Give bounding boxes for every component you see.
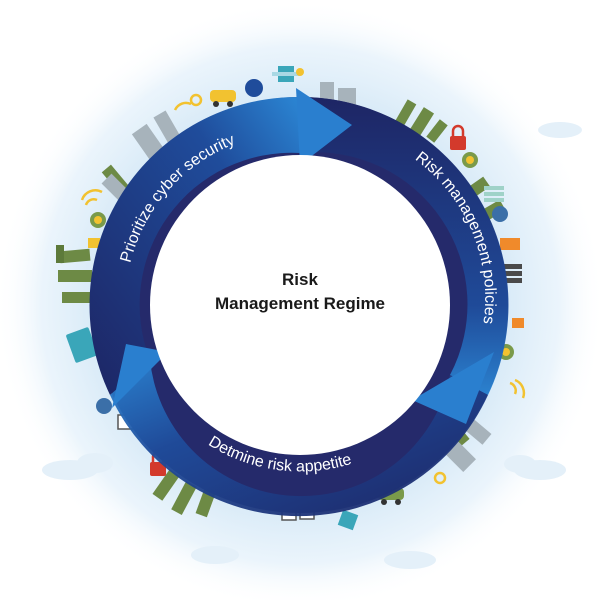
- car-icon: [210, 90, 236, 107]
- server-icon: [484, 186, 504, 202]
- globe-icon: [96, 206, 508, 414]
- factory-icon: [56, 238, 520, 263]
- padlock-icon: [88, 238, 524, 328]
- server-icon: [500, 264, 522, 283]
- center-disc: [150, 155, 450, 455]
- cloud-decorations: [42, 122, 582, 569]
- wifi-icon: [80, 101, 526, 399]
- arrow-head-right: [412, 352, 494, 424]
- lock-icon: [450, 124, 466, 150]
- center-title: Risk Management Regime: [160, 268, 440, 316]
- arrow-head-left: [112, 344, 168, 408]
- camera-icon: [90, 212, 106, 228]
- cloud-icon: [245, 79, 263, 97]
- center-title-line1: Risk: [282, 270, 318, 289]
- key-icon: [189, 93, 447, 485]
- tablet-icon: [66, 327, 98, 363]
- cycle-ring: [89, 88, 509, 517]
- center-title-line2: Management Regime: [214, 294, 386, 313]
- arrow-segment-policies: [300, 96, 509, 395]
- arrow-head-top: [296, 88, 352, 165]
- arrow-segment-prioritize: [89, 96, 300, 395]
- arrow-segment-appetite: [110, 360, 488, 517]
- satellite-icon: [337, 509, 359, 531]
- camera-icon: [462, 152, 478, 168]
- satellite-icon: [272, 66, 300, 82]
